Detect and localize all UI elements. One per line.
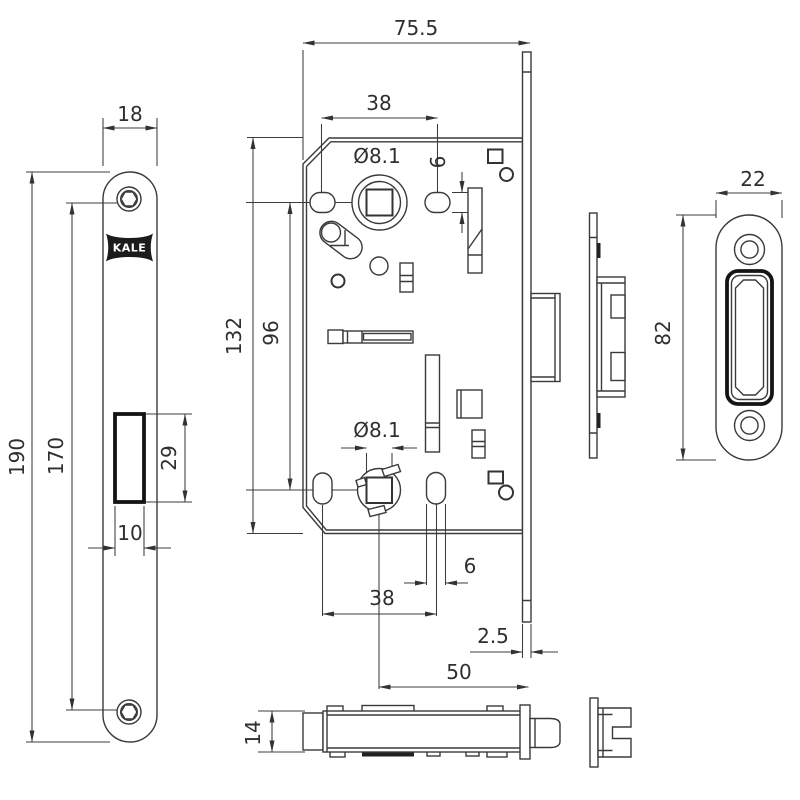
dim-label-dia-bottom: Ø8.1 bbox=[353, 418, 401, 442]
strike-opening bbox=[725, 269, 774, 406]
dim-label-132: 132 bbox=[222, 317, 246, 355]
dim-slot-height: 29 bbox=[146, 413, 192, 503]
dim-label-10: 10 bbox=[117, 521, 142, 545]
strike-clip-bottom bbox=[597, 413, 601, 428]
spring-guide-bottom bbox=[471, 429, 486, 459]
strike-screw-hole-bottom bbox=[733, 409, 766, 442]
dim-strike-height: 82 bbox=[651, 214, 686, 461]
kidney-cutout bbox=[319, 220, 363, 260]
strike-plate-front-view: 22 82 bbox=[651, 167, 783, 461]
dim-label-29: 29 bbox=[157, 445, 181, 470]
lock-case-bottom bbox=[302, 710, 523, 753]
magnet-block bbox=[456, 389, 483, 419]
mount-hole-oval-bottom-right bbox=[425, 471, 447, 505]
dim-slot-width: 10 bbox=[88, 506, 171, 556]
dim-faceplate-thickness: 2.5 bbox=[470, 624, 558, 655]
dim-faceplate-width: 18 bbox=[102, 102, 158, 166]
faceplate-front-view: KALE 18 190 170 29 bbox=[5, 102, 192, 743]
dim-label-22: 22 bbox=[740, 167, 765, 191]
lock-body-side-view: 75.5 38 Ø8.1 6 132 96 Ø8.1 6 bbox=[222, 16, 561, 690]
latch-slot bbox=[113, 412, 146, 504]
screw-hole-top bbox=[116, 186, 142, 212]
mount-hole-oval-top-right bbox=[424, 191, 451, 214]
faceplate-bottom bbox=[519, 704, 531, 760]
dim-label-82: 82 bbox=[651, 320, 675, 345]
dim-backset: 50 bbox=[378, 660, 529, 690]
dim-label-38-top: 38 bbox=[366, 91, 391, 115]
dim-label-18: 18 bbox=[117, 102, 142, 126]
dim-faceplate-height: 190 bbox=[5, 171, 110, 743]
pin-hole bbox=[369, 256, 389, 276]
mount-hole-oval-bottom-left bbox=[312, 472, 333, 505]
dim-case-thickness: 14 bbox=[241, 710, 305, 753]
strike-clip-top bbox=[597, 243, 601, 258]
stop-square-top bbox=[487, 148, 504, 164]
brand-logo: KALE bbox=[106, 233, 153, 262]
dim-screw-spacing: 170 bbox=[44, 202, 117, 711]
mount-hole-oval-top-left bbox=[309, 191, 336, 214]
slider-top-right bbox=[467, 187, 483, 274]
dim-label-38-bottom: 38 bbox=[369, 586, 394, 610]
small-pin bbox=[330, 273, 346, 289]
strike-box bbox=[596, 276, 626, 398]
dim-label-2-5: 2.5 bbox=[477, 624, 509, 648]
latch-bolt-side bbox=[530, 292, 561, 383]
dim-hole-spacing-top: 38 bbox=[321, 91, 438, 121]
slider-middle bbox=[424, 354, 441, 453]
top-spindle-hub bbox=[351, 174, 408, 231]
dim-label-190: 190 bbox=[5, 438, 29, 476]
dim-label-170: 170 bbox=[44, 437, 68, 475]
strike-plate-edge bbox=[588, 212, 598, 459]
brand-logo-text: KALE bbox=[113, 242, 147, 255]
dim-offset-bottom: 6 bbox=[404, 554, 477, 586]
dim-label-75-5: 75.5 bbox=[394, 16, 439, 40]
strike-box-side-view bbox=[588, 212, 626, 459]
dim-strike-width: 22 bbox=[715, 167, 783, 218]
stop-square-bottom bbox=[487, 470, 504, 485]
dim-label-14: 14 bbox=[241, 720, 265, 745]
bottom-view: 14 bbox=[241, 697, 632, 768]
dim-label-6-top: 6 bbox=[426, 156, 450, 169]
dim-label-96: 96 bbox=[259, 320, 283, 345]
dim-body-height: 132 bbox=[222, 137, 256, 534]
latch-bolt-bottom bbox=[529, 717, 561, 749]
dim-dia-bottom: Ø8.1 bbox=[341, 418, 417, 451]
dim-hole-spacing-bottom: 38 bbox=[322, 586, 437, 617]
dim-spindle-spacing: 96 bbox=[259, 202, 293, 491]
spring-guide-top bbox=[399, 262, 414, 293]
bottom-spindle-hub bbox=[355, 463, 402, 518]
strike-screw-hole-top bbox=[733, 233, 766, 266]
dim-label-6-bottom: 6 bbox=[464, 554, 477, 578]
strike-box-bottom-view bbox=[589, 697, 632, 768]
dim-label-50: 50 bbox=[446, 660, 471, 684]
dim-label-dia-top: Ø8.1 bbox=[353, 144, 401, 168]
rivet-top bbox=[499, 167, 514, 182]
screw-hole-bottom bbox=[116, 699, 142, 725]
dim-offset-top: 6 bbox=[426, 156, 465, 233]
dim-body-depth: 75.5 bbox=[302, 16, 531, 160]
faceplate-edge-strip bbox=[521, 51, 532, 623]
lever-assembly bbox=[327, 329, 414, 345]
rivet-bottom bbox=[498, 484, 514, 501]
